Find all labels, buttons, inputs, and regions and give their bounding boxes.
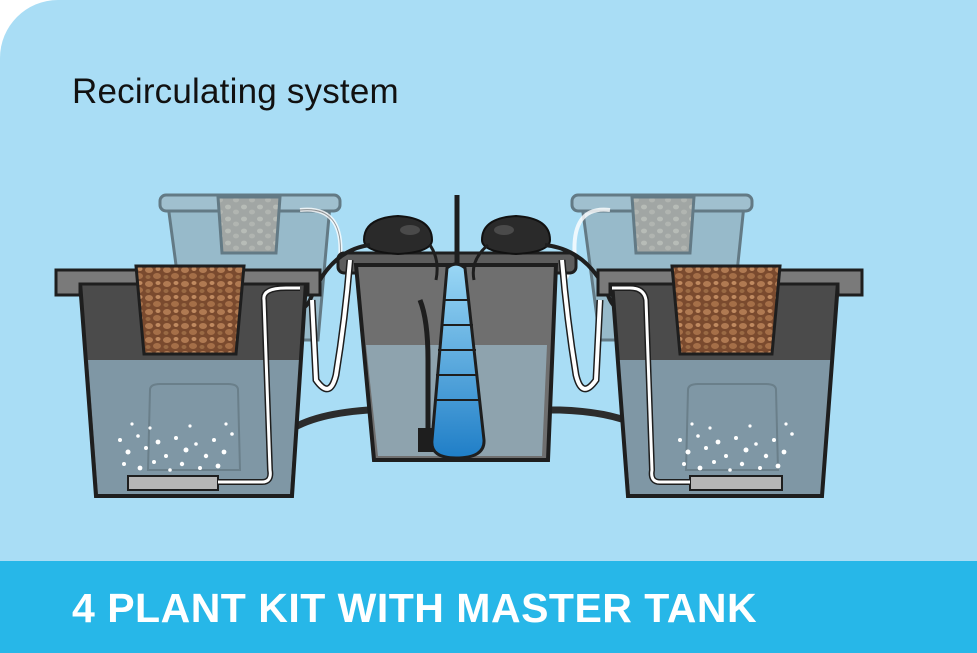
diagram-title: Recirculating system — [72, 72, 399, 111]
right-air-pump-icon — [480, 214, 552, 256]
water-level-indicator-icon — [430, 195, 486, 460]
left-air-pump-icon — [362, 214, 434, 256]
banner-title: 4 PLANT KIT WITH MASTER TANK — [72, 585, 758, 631]
front-right-plant-pot-icon — [596, 264, 864, 498]
banner — [0, 561, 977, 653]
front-left-plant-pot-icon — [54, 264, 322, 498]
